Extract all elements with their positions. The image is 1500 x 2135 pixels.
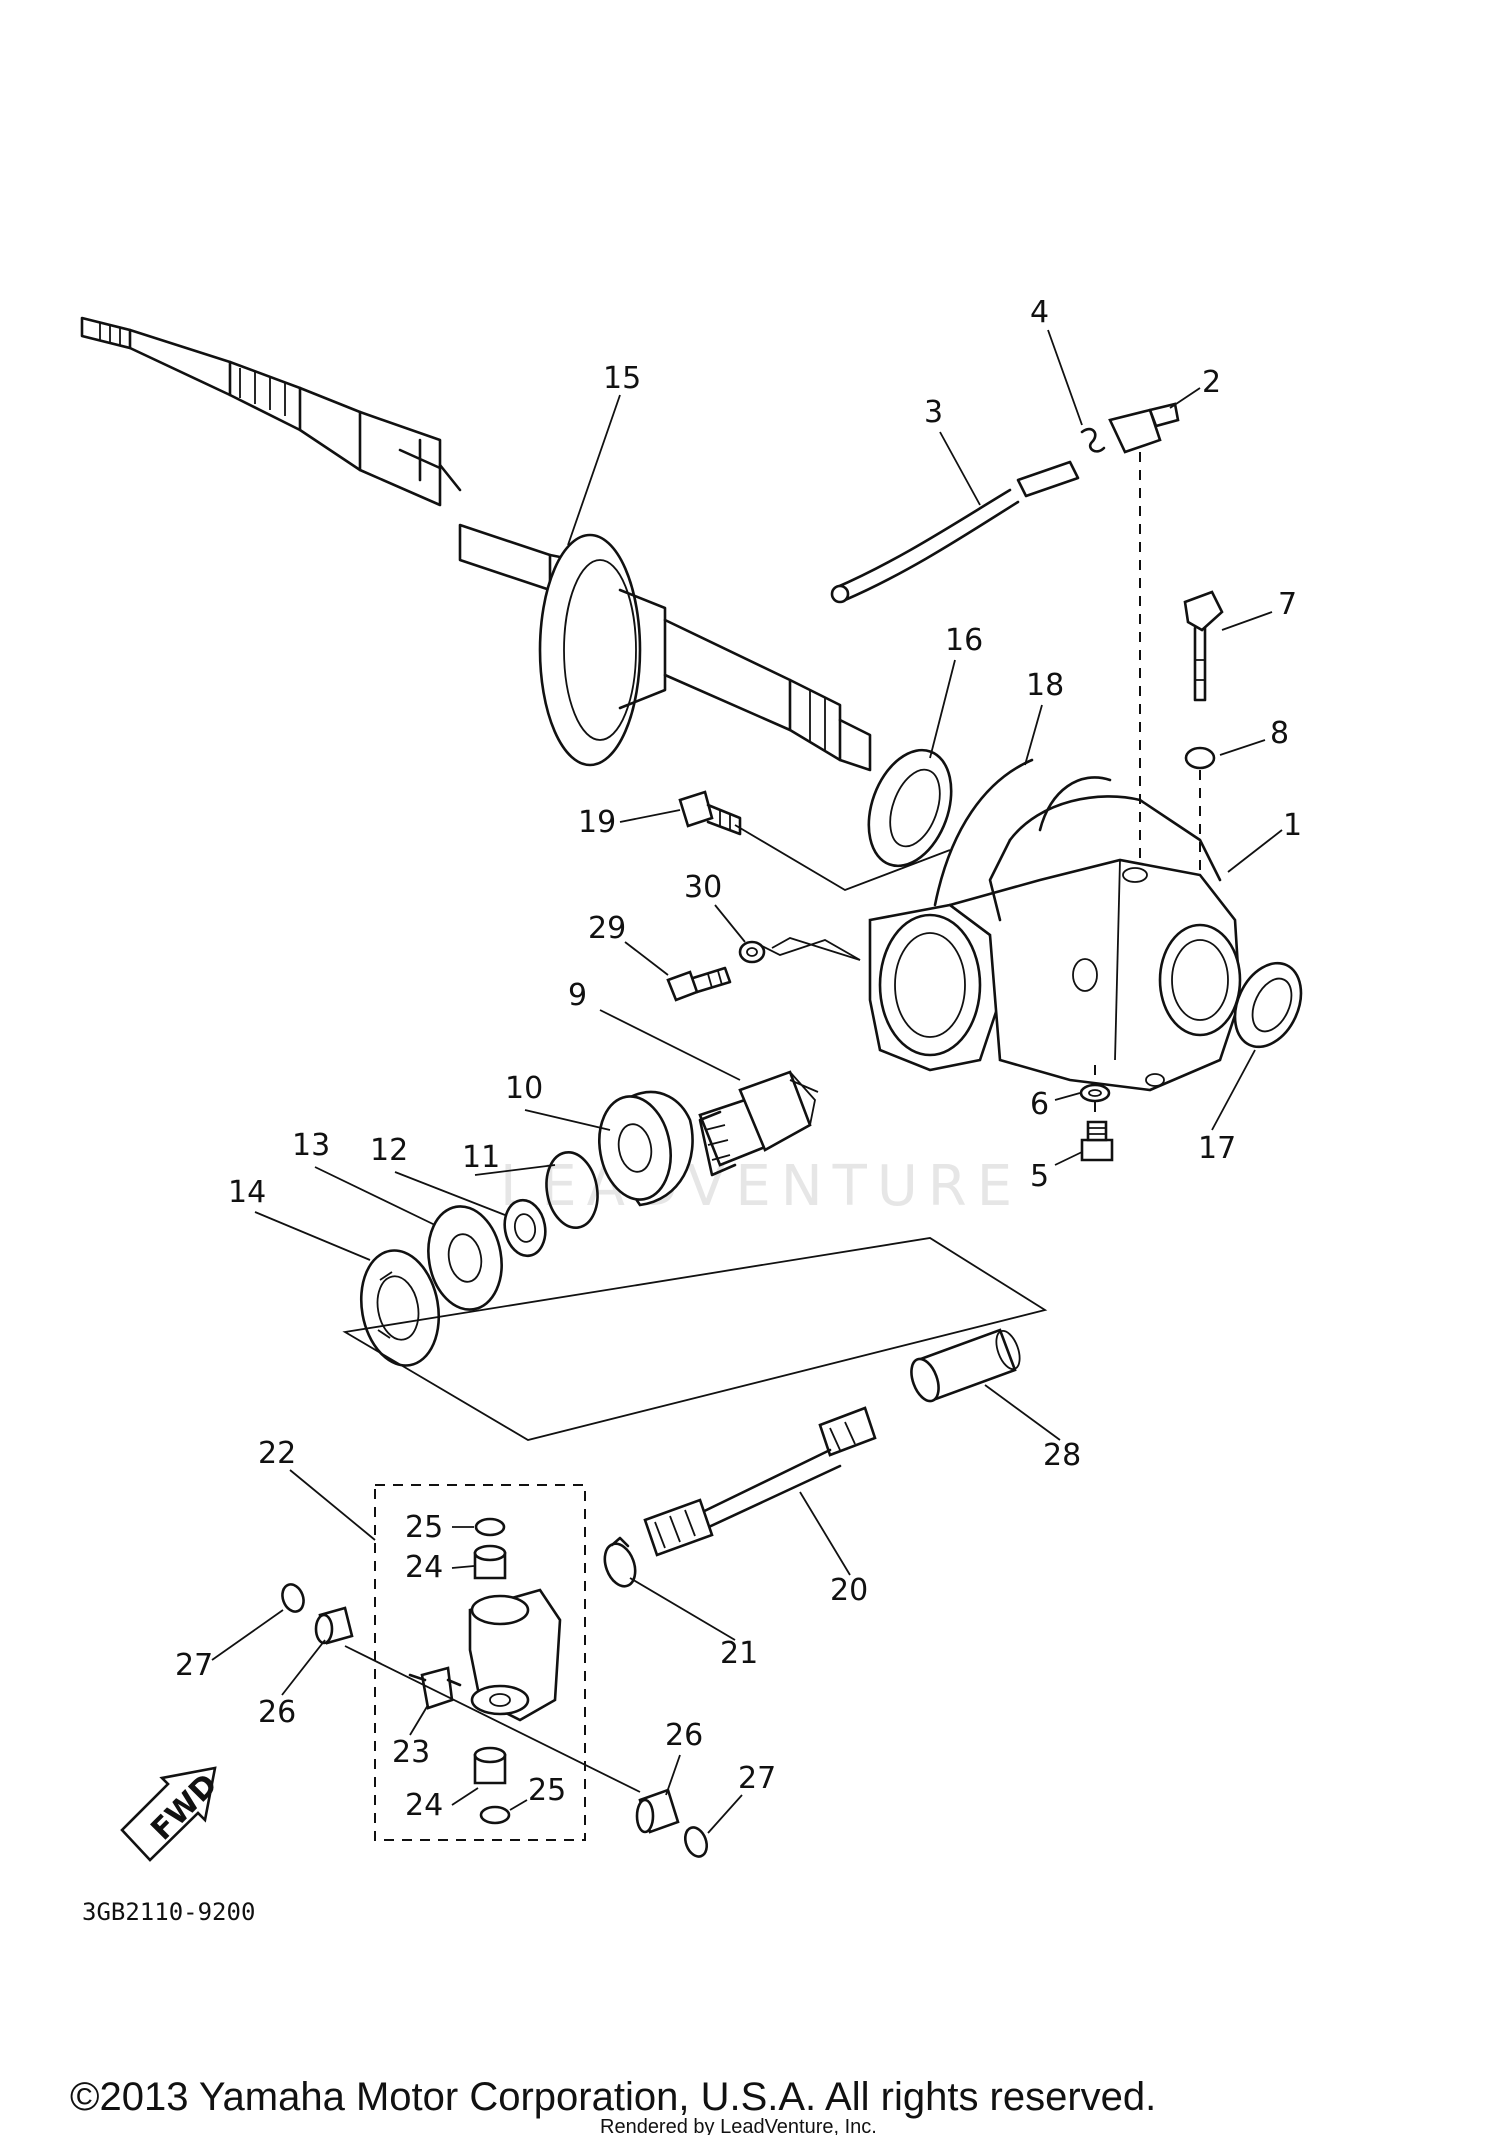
part-7-breather: 7: [1183, 587, 1297, 702]
callout-6: 6: [1030, 1087, 1049, 1122]
callout-26-right: 26: [665, 1718, 703, 1753]
callout-11: 11: [462, 1140, 500, 1175]
part-22-universal-joint: 22: [258, 1436, 641, 1841]
part-20-drive-shaft: 20: [643, 1406, 877, 1608]
callout-18: 18: [1026, 668, 1064, 703]
part-24-bearing-cap-bottom: 24: [405, 1746, 507, 1823]
callout-7: 7: [1278, 587, 1297, 622]
callout-25-bottom: 25: [528, 1773, 566, 1808]
part-14-ring-nut: 14: [228, 1175, 441, 1367]
callout-26-left: 26: [258, 1695, 296, 1730]
part-21-circlip: 21: [603, 1536, 758, 1671]
part-2-breather-joint: 2: [1108, 365, 1221, 920]
callout-28: 28: [1043, 1438, 1081, 1473]
callout-20: 20: [830, 1573, 868, 1608]
callout-27-left: 27: [175, 1648, 213, 1683]
callout-1: 1: [1283, 808, 1302, 843]
callout-19: 19: [578, 805, 616, 840]
callout-8: 8: [1270, 716, 1289, 751]
part-25-circlip-top: 25: [405, 1510, 506, 1545]
callout-9: 9: [568, 978, 587, 1013]
part-13-bearing: 13: [292, 1128, 503, 1311]
part-30-washer: 30: [684, 870, 861, 964]
assembly-outline: [342, 1237, 1048, 1441]
callout-25-top: 25: [405, 1510, 443, 1545]
callout-22: 22: [258, 1436, 296, 1471]
callout-13: 13: [292, 1128, 330, 1163]
callout-3: 3: [924, 395, 943, 430]
part-18-gasket: 18: [933, 668, 1064, 907]
callout-24-bottom: 24: [405, 1788, 443, 1823]
part-17-oil-seal: 17: [1198, 961, 1303, 1166]
part-29-bolt: 29: [588, 911, 732, 1002]
part-3-breather-hose: 3: [830, 395, 1080, 604]
part-1-gear-case: 1: [759, 776, 1302, 1092]
callout-10: 10: [505, 1071, 543, 1106]
leader-23: [409, 1704, 429, 1736]
callout-12: 12: [370, 1133, 408, 1168]
part-10-bearing: 10: [505, 1071, 694, 1207]
callout-17: 17: [1198, 1131, 1236, 1166]
callout-23: 23: [392, 1735, 430, 1770]
callout-29: 29: [588, 911, 626, 946]
callout-15: 15: [603, 361, 641, 396]
part-26-bearing-cap-left: 26: [258, 1606, 354, 1730]
part-25-circlip-bottom: 25: [479, 1773, 566, 1825]
part-27-circlip-left: 27: [175, 1583, 305, 1683]
part-4-clip: 4: [1030, 295, 1106, 453]
copyright-text: ©2013 Yamaha Motor Corporation, U.S.A. A…: [70, 2075, 1156, 2119]
watermark: LEADVENTURE: [500, 1154, 1022, 1219]
callout-14: 14: [228, 1175, 266, 1210]
part-28-coupling: 28: [910, 1328, 1081, 1473]
part-26-bearing-cap-right: 26: [635, 1718, 703, 1834]
part-code: 3GB2110-9200: [82, 1898, 255, 1926]
callout-30: 30: [684, 870, 722, 905]
render-credit: Rendered by LeadVenture, Inc.: [600, 2116, 877, 2135]
part-24-bearing-cap-top: 24: [405, 1544, 507, 1585]
callout-4: 4: [1030, 295, 1049, 330]
part-5-drain-plug: 5: [1030, 1120, 1114, 1194]
part-6-gasket: 6: [1030, 1065, 1111, 1122]
part-19-bolt: 19: [578, 790, 951, 891]
callout-27-right: 27: [738, 1761, 776, 1796]
callout-16: 16: [945, 623, 983, 658]
part-16-oil-seal: 16: [867, 623, 983, 868]
part-15-rear-axle: 15: [80, 316, 872, 772]
part-8-o-ring: 8: [1184, 716, 1289, 880]
callout-5: 5: [1030, 1159, 1049, 1194]
part-27-circlip-right: 27: [683, 1761, 776, 1858]
part-12-bearing: 12: [370, 1133, 547, 1258]
part-11-o-ring: 11: [462, 1140, 599, 1229]
callout-2: 2: [1202, 365, 1221, 400]
callout-21: 21: [720, 1636, 758, 1671]
part-9-pinion-gear: 9: [568, 978, 819, 1177]
callout-24-top: 24: [405, 1550, 443, 1585]
fwd-arrow-icon: FWD: [120, 1766, 225, 1862]
